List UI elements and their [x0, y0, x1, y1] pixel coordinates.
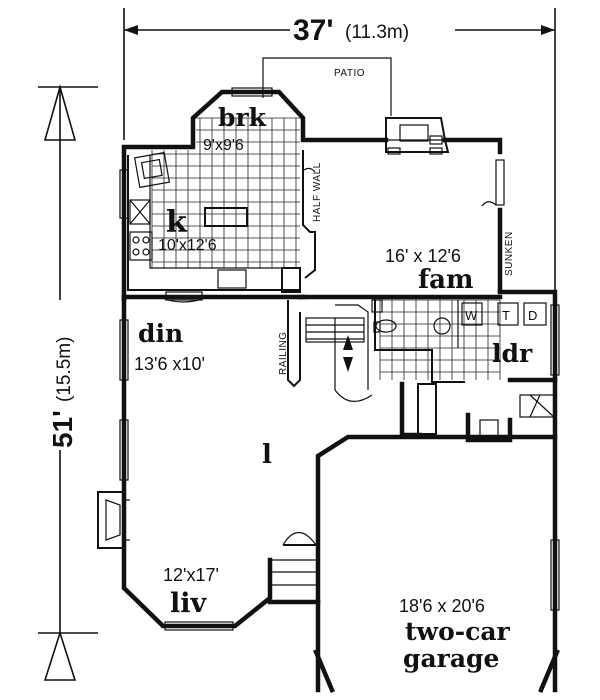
- entry-label: l: [262, 440, 272, 470]
- tub-label: T: [502, 308, 510, 323]
- windows: [119, 87, 560, 631]
- depth-dimension: 51' (15.5m): [38, 84, 98, 681]
- powder-room: [371, 299, 459, 348]
- kitchen-size: 10'x12'6: [158, 237, 217, 254]
- sunken-note: SUNKEN: [481, 201, 515, 276]
- dining-size: 13'6 x10': [134, 354, 205, 374]
- family-size: 16' x 12'6: [385, 246, 461, 266]
- kitchen-fixtures: [127, 151, 301, 303]
- entry-marker: l: [262, 440, 272, 470]
- stairs: RAILING: [278, 300, 373, 402]
- washer-label: W: [465, 308, 478, 323]
- depth-metric-label: (15.5m): [54, 337, 75, 402]
- patio-label: PATIO: [334, 68, 365, 79]
- railing-label: RAILING: [278, 331, 289, 375]
- half-wall: HALF WALL: [302, 150, 323, 279]
- garage-name-line1: two-car: [405, 617, 511, 646]
- laundry-name: ldr: [492, 339, 533, 368]
- patio: PATIO: [262, 57, 392, 116]
- width-feet-label: 37': [293, 14, 334, 47]
- room-family: 16' x 12'6 fam: [385, 246, 474, 295]
- dryer-label: D: [528, 308, 537, 323]
- room-living: 12'x17' liv: [163, 565, 219, 619]
- half-wall-label: HALF WALL: [312, 162, 323, 222]
- entry-door: [270, 531, 319, 602]
- living-name: liv: [170, 588, 208, 619]
- dining-name: din: [138, 319, 183, 348]
- room-laundry: ldr: [492, 339, 533, 368]
- width-dimension: 37' (11.3m): [123, 8, 556, 290]
- living-fireplace: [97, 491, 130, 549]
- room-dining: din 13'6 x10': [134, 319, 205, 374]
- room-breakfast: brk 9'x9'6: [203, 103, 267, 154]
- kitchen-tile-grid: [151, 117, 501, 380]
- garage-size: 18'6 x 20'6: [399, 596, 485, 616]
- room-kitchen: k 10'x12'6: [158, 205, 217, 254]
- laundry-fixtures: W T D: [417, 302, 555, 441]
- room-garage: 18'6 x 20'6 two-car garage: [399, 596, 511, 673]
- family-fireplace: [385, 117, 450, 155]
- breakfast-size: 9'x9'6: [203, 137, 244, 154]
- family-name: fam: [418, 265, 474, 295]
- depth-feet-label: 51': [47, 410, 78, 448]
- garage-name-line2: garage: [403, 644, 499, 673]
- kitchen-name: k: [166, 205, 188, 240]
- living-size: 12'x17': [163, 565, 219, 585]
- half-wall-text: HALF WALL: [312, 162, 323, 222]
- sunken-label: SUNKEN: [504, 231, 515, 276]
- width-metric-label: (11.3m): [345, 22, 409, 43]
- breakfast-name: brk: [218, 103, 267, 132]
